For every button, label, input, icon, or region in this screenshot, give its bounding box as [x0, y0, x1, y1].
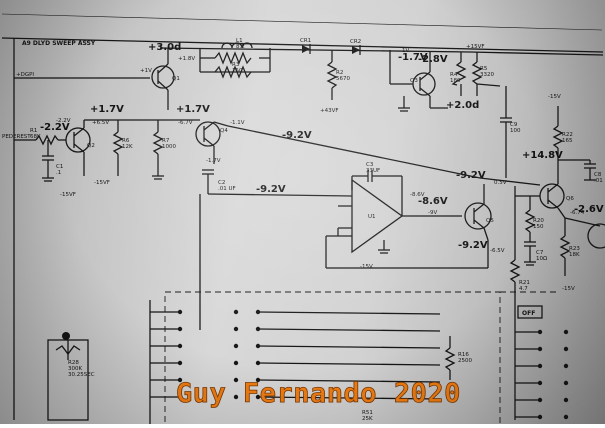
volt-sixv: -1.7V [206, 158, 221, 164]
switch-trace [257, 311, 441, 315]
hand-note-10: -8.6V [418, 196, 448, 207]
hand-note-1: +3.0d [148, 42, 181, 53]
volt-minus86: -8.6V [410, 192, 425, 198]
corner-minus15: -15V [562, 286, 575, 292]
volt-minus65: -6.5V [490, 248, 505, 254]
off-switch-label: OFF [522, 310, 535, 317]
switch-contact [563, 346, 569, 352]
volt-674: -6.74 [570, 210, 585, 216]
hand-note-14: -2.6V [574, 204, 604, 215]
label-c1: C1.1 [56, 164, 63, 176]
volt-plus1: +1V [140, 68, 152, 74]
label-cr2: CR2 [350, 39, 361, 45]
volt-67: -6.7V [178, 120, 193, 126]
switch-contact [233, 343, 239, 349]
label-q2: Q2 [87, 143, 95, 149]
board-title: A9 DLYD SWEEP ASSY [22, 40, 96, 47]
switch-trace [257, 362, 441, 366]
rail-plus15: +15VF [466, 44, 485, 50]
volt-plus18: +1.8V [178, 56, 195, 62]
hand-note-6: -2.2V [40, 122, 70, 133]
label-q6: Q6 [566, 196, 574, 202]
input-label-mid: PEDEREST [2, 134, 31, 140]
rail-plus43: +43VF [320, 108, 339, 114]
switch-contact [233, 309, 239, 315]
switch-contact [233, 360, 239, 366]
volt-22: -2.2V [56, 118, 71, 124]
switch-contact [563, 363, 569, 369]
rail-minus15: -15VF [94, 180, 110, 186]
hand-note-7: +1.7V [176, 104, 210, 115]
rail-minus15c: -15VF [60, 192, 76, 198]
switch-contact [563, 397, 569, 403]
hand-note-11: -9.2V [456, 170, 486, 181]
switch-contact [563, 380, 569, 386]
switch-contact [233, 326, 239, 332]
label-c8: C8.01 [594, 172, 603, 184]
rail-minus15b: -15V [360, 264, 373, 270]
hand-note-13: +14.8V [522, 150, 563, 161]
label-q1: Q1 [172, 76, 180, 82]
hand-note-8: -9.2V [282, 130, 312, 141]
volt-minus1: -1V [400, 48, 409, 54]
switch-contact [233, 394, 239, 400]
hand-note-5: +1.7V [90, 104, 124, 115]
switch-trace [257, 396, 441, 400]
volt-05: 0.5V [494, 180, 507, 186]
label-c2: C2.01 UF [218, 180, 236, 192]
hand-note-2: -1.7V [398, 52, 428, 63]
label-q3: Q3 [410, 78, 418, 84]
hand-note-9: -9.2V [256, 184, 286, 195]
switch-trace [257, 379, 441, 383]
hand-note-12: -9.2V [458, 240, 488, 251]
hand-note-4: +2.0d [446, 100, 479, 111]
input-label-left: +DGPI [16, 72, 34, 78]
switch-trace [257, 328, 441, 332]
volt-minus9: -9V [428, 210, 437, 216]
switch-contact [563, 414, 569, 420]
label-q5: Q5 [486, 218, 494, 224]
volt-minus15-top: -15V [548, 94, 561, 100]
label-q4: Q4 [220, 128, 228, 134]
label-u1: U1 [368, 214, 376, 220]
label-cr1: CR1 [300, 38, 311, 44]
volt-65: +6.5V [92, 120, 109, 126]
switch-trace [257, 345, 441, 349]
switch-contact [563, 329, 569, 335]
hand-note-3: -2.8V [418, 54, 448, 65]
switch-contact [233, 377, 239, 383]
volt-5v: -1.1V [230, 120, 245, 126]
watermark-text: Guy Fernando 2020 [176, 378, 461, 409]
